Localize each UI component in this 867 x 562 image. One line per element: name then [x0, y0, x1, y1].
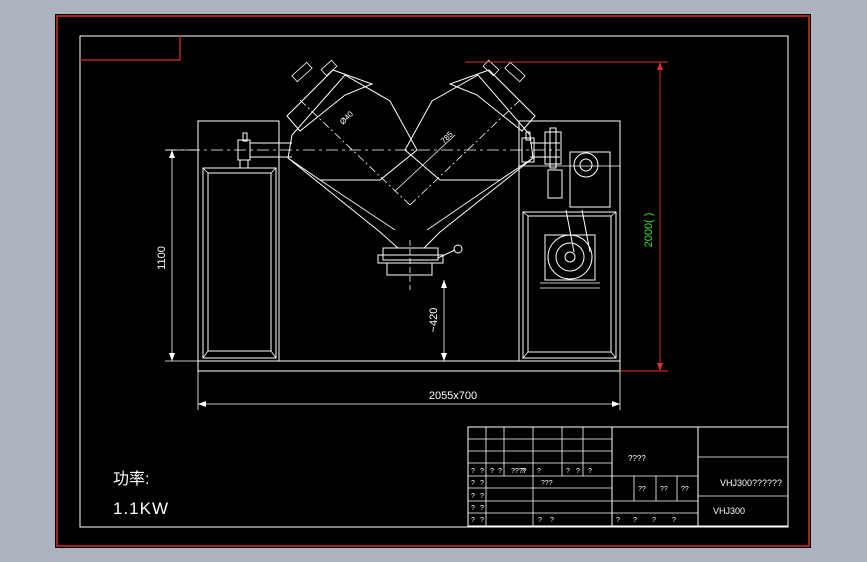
title-cell: ? [471, 517, 475, 524]
title-cell: ?? [681, 486, 689, 493]
title-cell: ? [480, 468, 484, 475]
drawing-name: VHJ300?????? [720, 478, 782, 488]
power-value: 1.1KW [113, 499, 169, 518]
title-cell: ? [550, 517, 554, 524]
title-cell: ? [521, 468, 525, 475]
drawing-model: VHJ300 [713, 506, 745, 516]
title-cell: ? [538, 517, 542, 524]
corner-mark [80, 36, 181, 61]
title-block: ???? ? ? ? ? ???? ? ? ? ? ? ??? ?? ?? ??… [467, 426, 789, 527]
canvas-background [55, 14, 811, 548]
title-cell: ? [480, 517, 484, 524]
title-cell: ? [480, 480, 484, 487]
title-cell: ? [537, 468, 541, 475]
title-cell: ?? [660, 486, 668, 493]
title-cell-name-header: ???? [628, 454, 646, 463]
title-cell: ? [471, 480, 475, 487]
title-cell: ? [471, 505, 475, 512]
title-cell: ?? [638, 486, 646, 493]
title-cell: ??? [541, 480, 553, 487]
title-cell: ? [633, 517, 637, 524]
dim-width-total: 2055x700 [429, 390, 477, 402]
title-cell: ? [471, 493, 475, 500]
title-cell: ? [480, 505, 484, 512]
outer-border [56, 15, 810, 547]
drive-unit [540, 151, 611, 289]
base-frame [197, 360, 621, 372]
power-label: 功率: [113, 470, 149, 488]
title-cell: ? [652, 517, 656, 524]
title-cell: ? [566, 468, 570, 475]
title-cell: ? [498, 468, 502, 475]
title-cell: ? [471, 468, 475, 475]
title-cell: ? [616, 517, 620, 524]
v-vessel [286, 59, 536, 290]
dim-outlet-height: ~420 [428, 308, 440, 333]
title-cell: ? [588, 468, 592, 475]
main-shaft [165, 127, 562, 169]
title-cell: ???? [511, 468, 527, 475]
title-cell: ? [480, 493, 484, 500]
title-cell: ? [490, 468, 494, 475]
inner-border [79, 35, 789, 528]
dim-height-total: 1100 [156, 246, 168, 270]
title-cell: ? [576, 468, 580, 475]
dim-height-max: 2000( ) [643, 213, 655, 248]
title-cell: ? [672, 517, 676, 524]
